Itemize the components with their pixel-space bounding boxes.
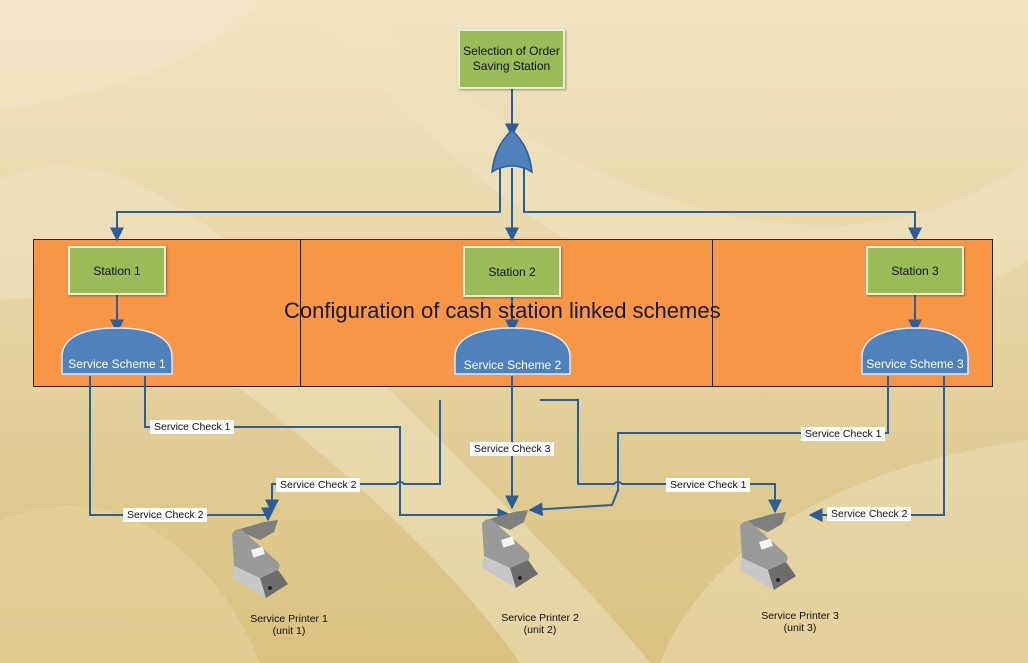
station-2-box: Station 2 bbox=[463, 246, 561, 297]
station-1-box: Station 1 bbox=[68, 246, 166, 295]
printer-icon bbox=[232, 520, 288, 598]
scheme-1-label: Service Scheme 1 bbox=[68, 357, 166, 371]
printer-3-label: Service Printer 3 (unit 3) bbox=[740, 610, 860, 634]
printer-icon bbox=[740, 512, 796, 590]
printer-1-name: Service Printer 1 bbox=[250, 613, 328, 625]
station-1-label: Station 1 bbox=[93, 263, 141, 278]
or-gate-icon bbox=[491, 128, 533, 174]
printer-2-unit: (unit 2) bbox=[523, 624, 557, 636]
printer-2-label: Service Printer 2 (unit 2) bbox=[480, 612, 600, 636]
service-check-label: Service Check 1 bbox=[801, 427, 886, 441]
printer-icon bbox=[482, 510, 538, 588]
printer-2-name: Service Printer 2 bbox=[501, 612, 579, 624]
service-check-label: Service Check 2 bbox=[276, 478, 361, 492]
printer-1-label: Service Printer 1 (unit 1) bbox=[229, 613, 349, 637]
band-title: Configuration of cash station linked sch… bbox=[284, 298, 721, 323]
printer-3-name: Service Printer 3 bbox=[761, 610, 839, 622]
service-check-label: Service Check 1 bbox=[666, 478, 751, 492]
scheme-shapes bbox=[61, 327, 969, 375]
order-saving-station-box: Selection of Order Saving Station bbox=[458, 29, 565, 89]
printer-3-unit: (unit 3) bbox=[783, 622, 817, 634]
scheme-3-label: Service Scheme 3 bbox=[866, 357, 964, 371]
station-3-label: Station 3 bbox=[891, 263, 939, 278]
service-check-label: Service Check 3 bbox=[470, 442, 555, 456]
service-check-label: Service Check 1 bbox=[150, 420, 235, 434]
order-saving-station-label: Selection of Order Saving Station bbox=[463, 44, 560, 73]
station-2-label: Station 2 bbox=[488, 264, 536, 279]
station-3-box: Station 3 bbox=[866, 246, 964, 295]
service-check-label: Service Check 2 bbox=[827, 507, 912, 521]
scheme-2-label: Service Scheme 2 bbox=[463, 358, 562, 372]
service-check-label: Service Check 2 bbox=[123, 508, 208, 522]
printer-1-unit: (unit 1) bbox=[272, 625, 306, 637]
